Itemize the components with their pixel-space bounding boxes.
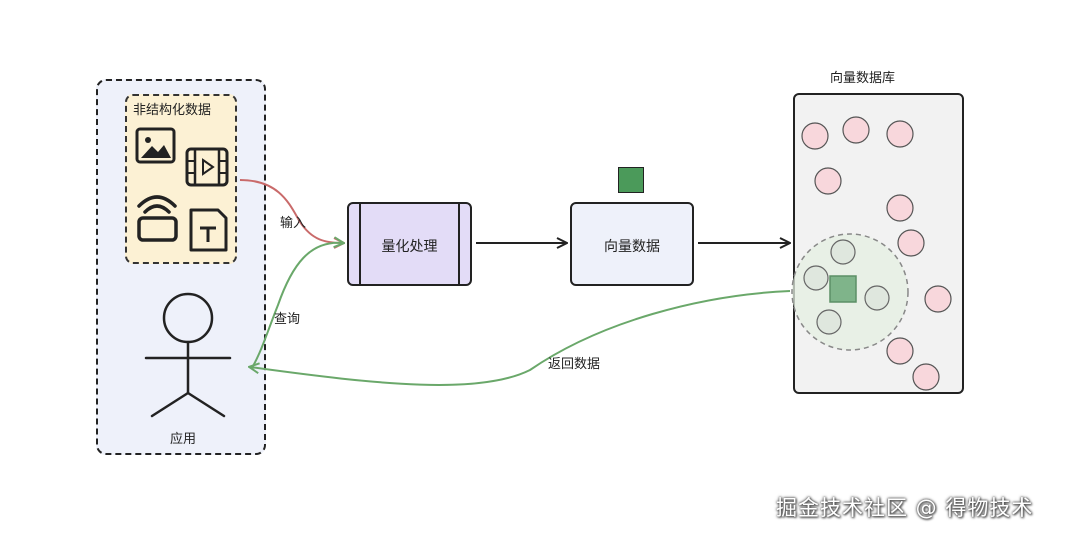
nearest-neighbor-cluster [791, 233, 909, 351]
watermark: 掘金技术社区 @ 得物技术 [776, 496, 1034, 520]
edge-label-query: 查询 [274, 312, 301, 327]
application-label: 应用 [170, 432, 197, 447]
unstructured-data-label: 非结构化数据 [133, 103, 212, 118]
edge-label-input: 输入 [280, 216, 307, 231]
vector-square-icon [618, 167, 644, 193]
vector-data-label: 向量数据 [604, 239, 660, 255]
quantize-label: 量化处理 [381, 239, 438, 255]
video-icon [185, 147, 229, 187]
vector-db-label: 向量数据库 [830, 71, 896, 86]
signal-icon [137, 195, 178, 242]
edge-label-return: 返回数据 [548, 357, 601, 372]
stick-figure-icon [144, 292, 232, 418]
vector-data-node [570, 202, 694, 286]
text-file-icon [189, 208, 228, 252]
db-points [801, 116, 952, 391]
image-icon [135, 127, 176, 164]
input-arrow [239, 179, 343, 243]
query-arrow [252, 243, 343, 367]
quantize-node [347, 202, 472, 286]
return-arrow [250, 290, 791, 386]
